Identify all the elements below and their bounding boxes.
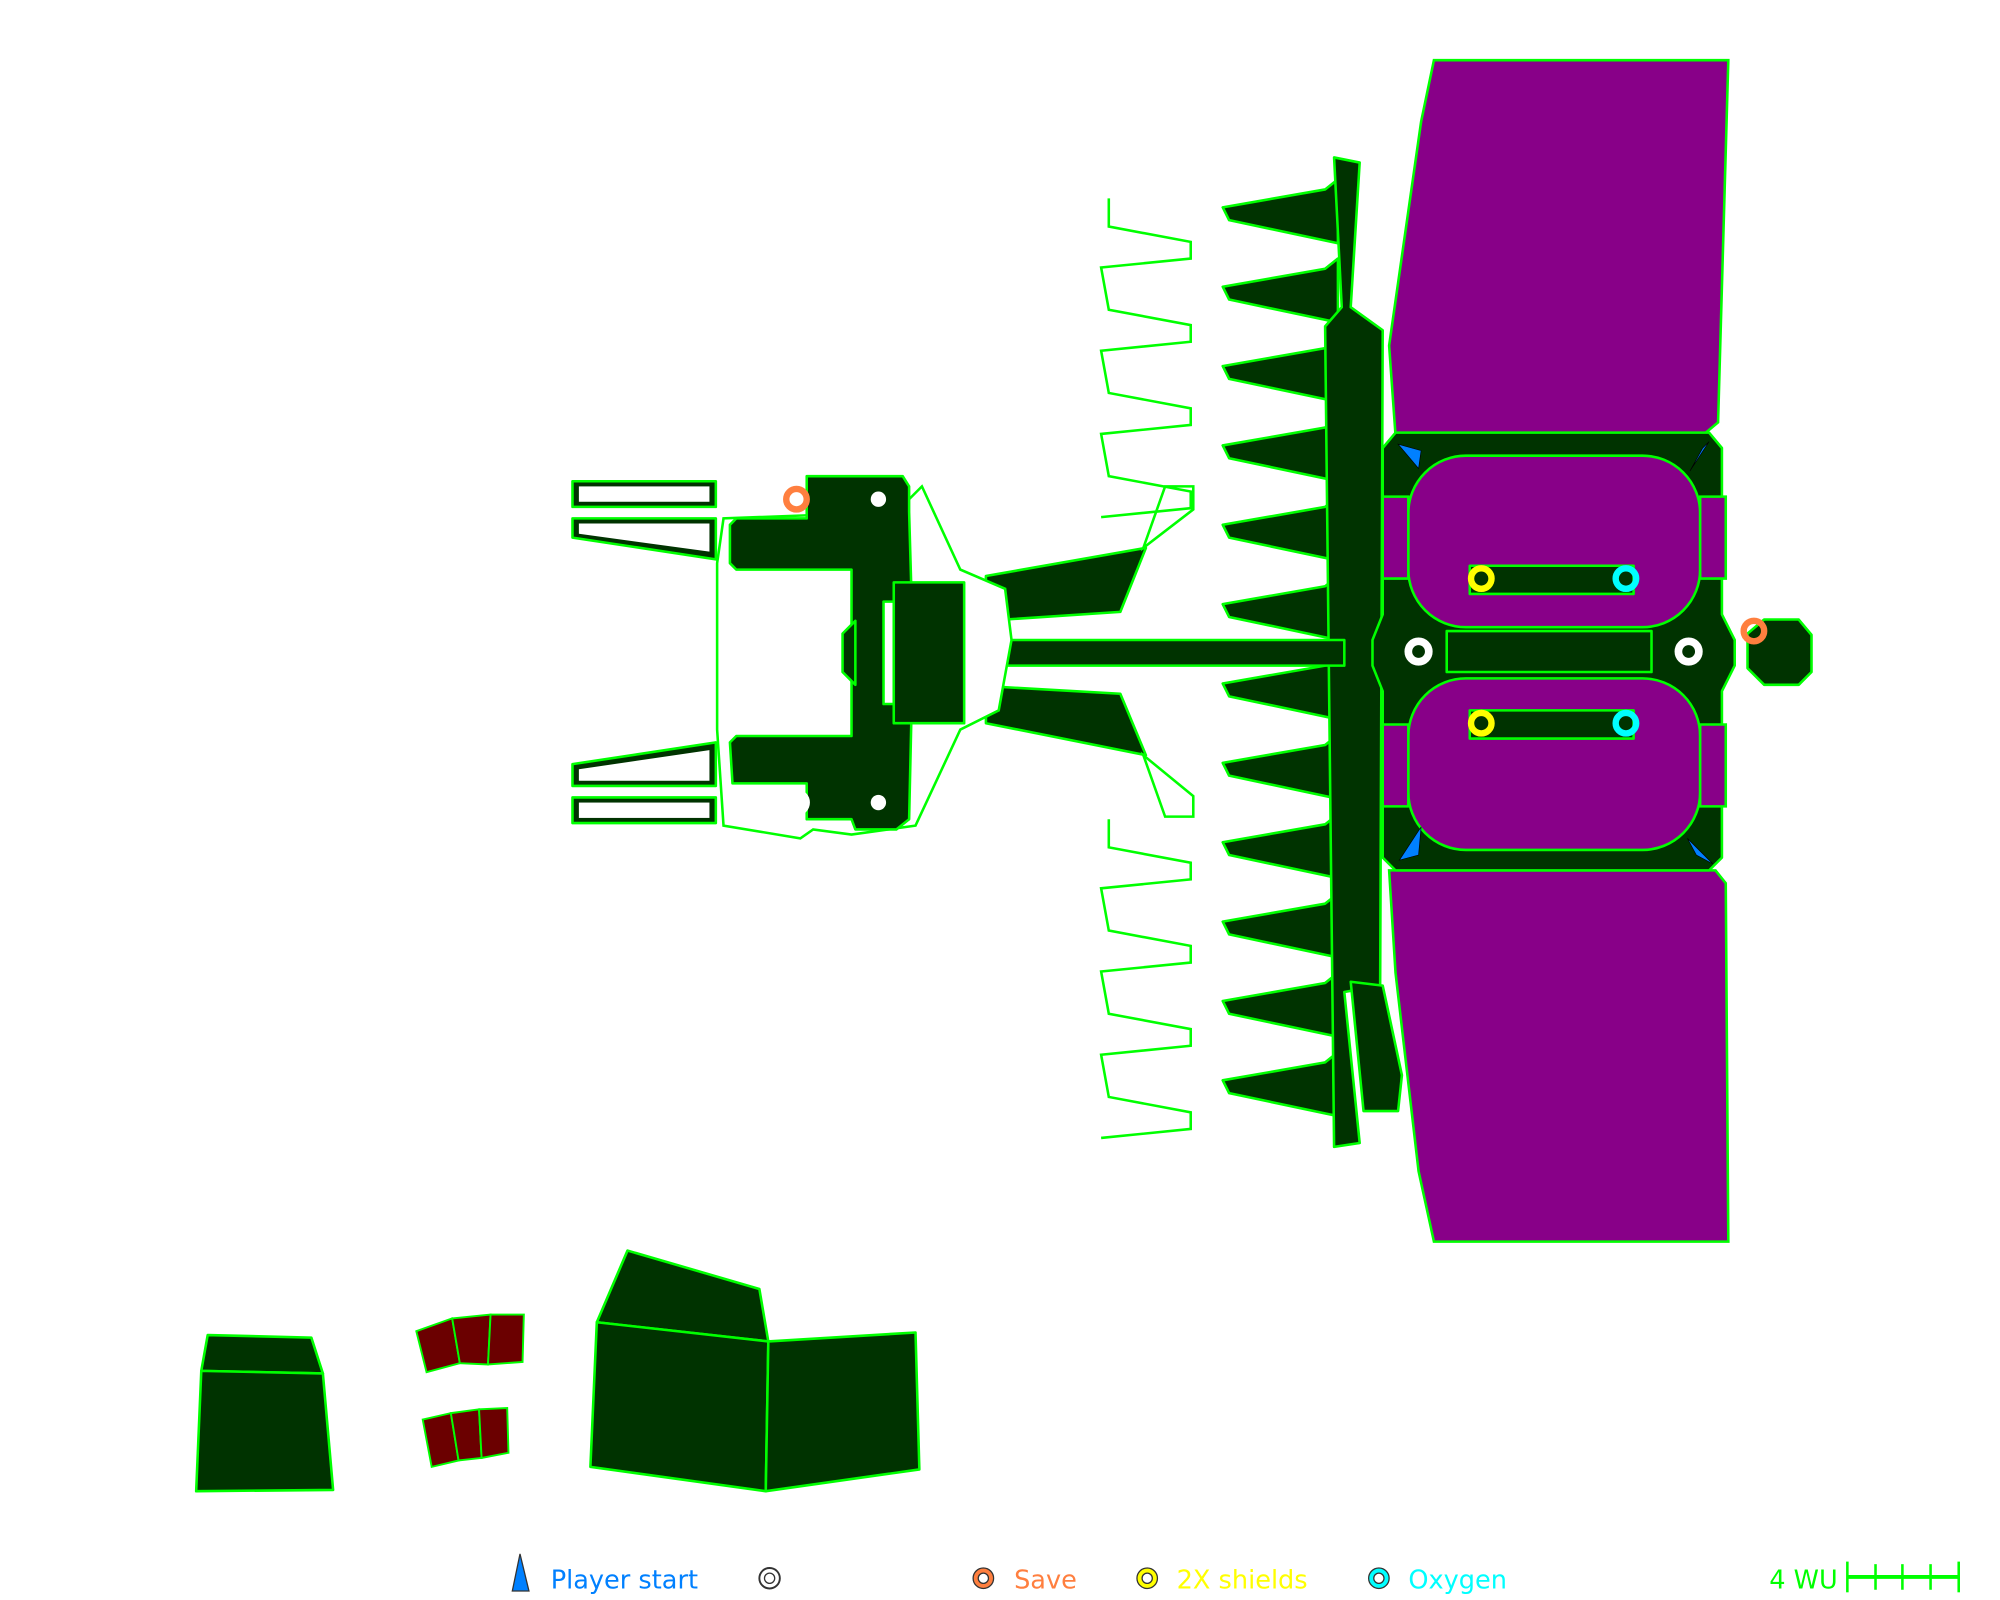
zigzag-walls [1099, 198, 1192, 1140]
player-start-icon [511, 1553, 530, 1592]
comb-tooth [1221, 495, 1340, 562]
zigzag-wall [1099, 198, 1192, 519]
legend-oxygen: Oxygen [1408, 1565, 1507, 1595]
comb-tooth [1221, 336, 1340, 404]
map-markers [783, 441, 1768, 865]
save-marker-icon [1740, 617, 1768, 645]
bottom-pieces [194, 1249, 921, 1493]
comb-tooth [1221, 971, 1340, 1039]
player-start-icon [1689, 441, 1710, 472]
legend-save: Save [1014, 1565, 1077, 1595]
player-start-icon [1398, 826, 1422, 861]
comb-tooth [1221, 416, 1340, 483]
liquid-areas [1387, 58, 1730, 1243]
white-marker-icon [1404, 637, 1433, 666]
shields-marker-icon [1467, 709, 1495, 737]
comb-tooth [1221, 733, 1340, 800]
comb-tooth [1221, 574, 1340, 642]
comb-tooth [1221, 1050, 1340, 1118]
zigzag-wall [1099, 819, 1192, 1140]
save-marker-icon [783, 485, 810, 513]
comb-tooth [1221, 812, 1340, 880]
white-marker-icon [758, 1567, 781, 1590]
scale-bar [1846, 1561, 1960, 1593]
shields-marker-icon [1467, 565, 1495, 593]
white-marker-icon [783, 789, 810, 817]
white-marker-icon [1674, 637, 1703, 666]
legend-player-start: Player start [551, 1565, 698, 1595]
comb-tooth [1221, 892, 1340, 959]
oxygen-marker-icon [1612, 709, 1640, 737]
oxygen-marker-icon [1612, 565, 1640, 593]
left-structure [571, 474, 1013, 840]
spine [1323, 156, 1404, 1149]
comb-tooth [1221, 257, 1340, 324]
liquid-bottom [1387, 869, 1730, 1243]
corridor [984, 485, 1346, 818]
central-station [1371, 431, 1813, 872]
liquid-top [1387, 58, 1730, 437]
player-start-icon [1397, 443, 1422, 470]
scale-label: 4 WU [1769, 1565, 1837, 1595]
legend: Player start Save 2X shields Oxygen 4 WU [511, 1553, 1960, 1595]
legend-shields: 2X shields [1177, 1565, 1308, 1595]
player-start-icon [1687, 838, 1714, 865]
comb-tooth [1221, 177, 1340, 245]
